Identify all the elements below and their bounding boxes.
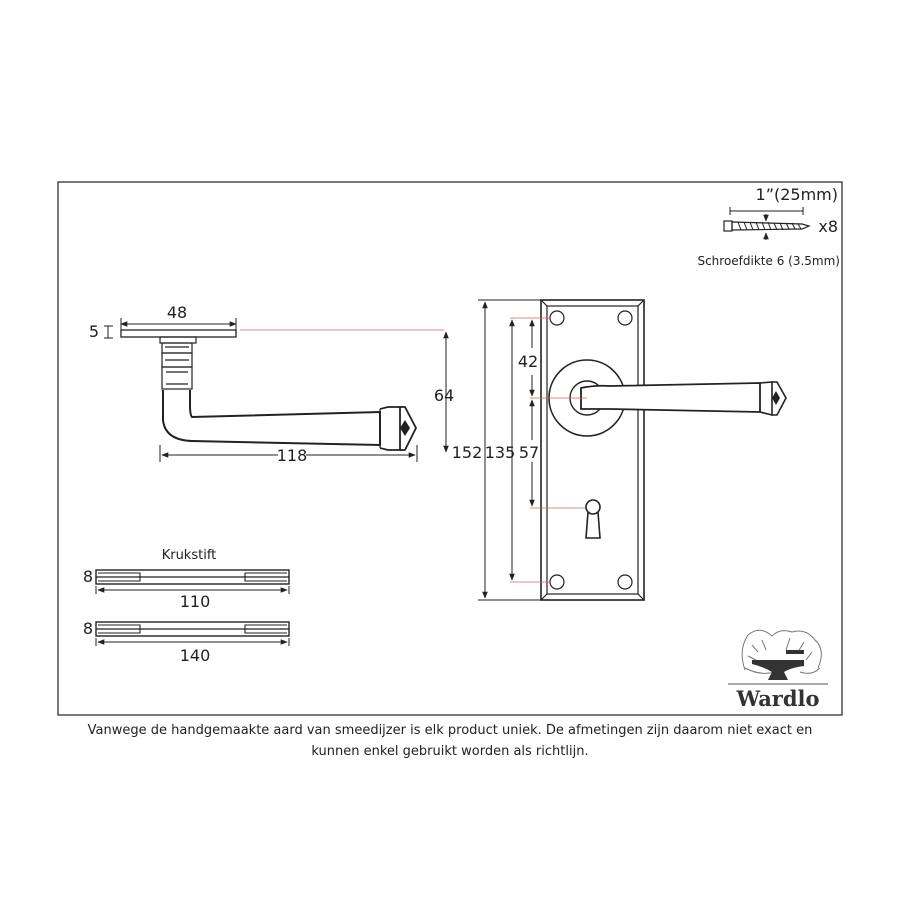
disclaimer-line: Vanwege de handgemaakte aard van smeedij…	[87, 723, 813, 738]
top-to-spindle-dimension: 42	[518, 352, 538, 371]
spindle-to-keyhole-dimension: 57	[519, 443, 539, 462]
spindle-110: 8 110	[83, 567, 290, 611]
spindles-title: Krukstift	[162, 548, 217, 563]
keyhole-icon	[585, 499, 601, 539]
backplate-front-view: 152 135 42 57	[452, 299, 787, 601]
screw-thickness-label: Schroefdikte 6 (3.5mm)	[697, 254, 840, 268]
spindle-section-label: 8	[83, 619, 93, 638]
spindle-section-label: 8	[83, 567, 93, 586]
backplate-height-dimension: 152	[452, 443, 483, 462]
lever-side-view: 48 5 64 118	[89, 303, 454, 465]
rose-thickness-dimension: 5	[89, 322, 99, 341]
wardlo-logo: Wardlo	[728, 629, 828, 711]
lever-length-dimension: 118	[277, 446, 308, 465]
disclaimer-line: kunnen enkel gebruikt worden als richtli…	[311, 744, 589, 759]
projection-dimension: 64	[434, 386, 454, 405]
screw-count-label: x8	[818, 217, 838, 236]
rose-width-dimension: 48	[167, 303, 187, 322]
logo-brand-text: Wardlo	[735, 686, 819, 711]
spindles-section: Krukstift 8 110 8 140	[83, 548, 290, 665]
spindle-length-label: 140	[180, 646, 211, 665]
anvil-icon	[752, 650, 804, 680]
fixing-centres-dimension: 135	[485, 443, 516, 462]
disclaimer-caption: Vanwege de handgemaakte aard van smeedij…	[60, 720, 840, 762]
screw-icon	[723, 220, 811, 232]
spindle-140: 8 140	[83, 619, 290, 665]
spindle-length-label: 110	[180, 592, 211, 611]
screw-length-label: 1”(25mm)	[756, 185, 838, 204]
screw-spec: 1”(25mm) x8 Schroefdikte 6 (3.5mm)	[697, 185, 840, 268]
drawing-frame	[57, 181, 843, 716]
